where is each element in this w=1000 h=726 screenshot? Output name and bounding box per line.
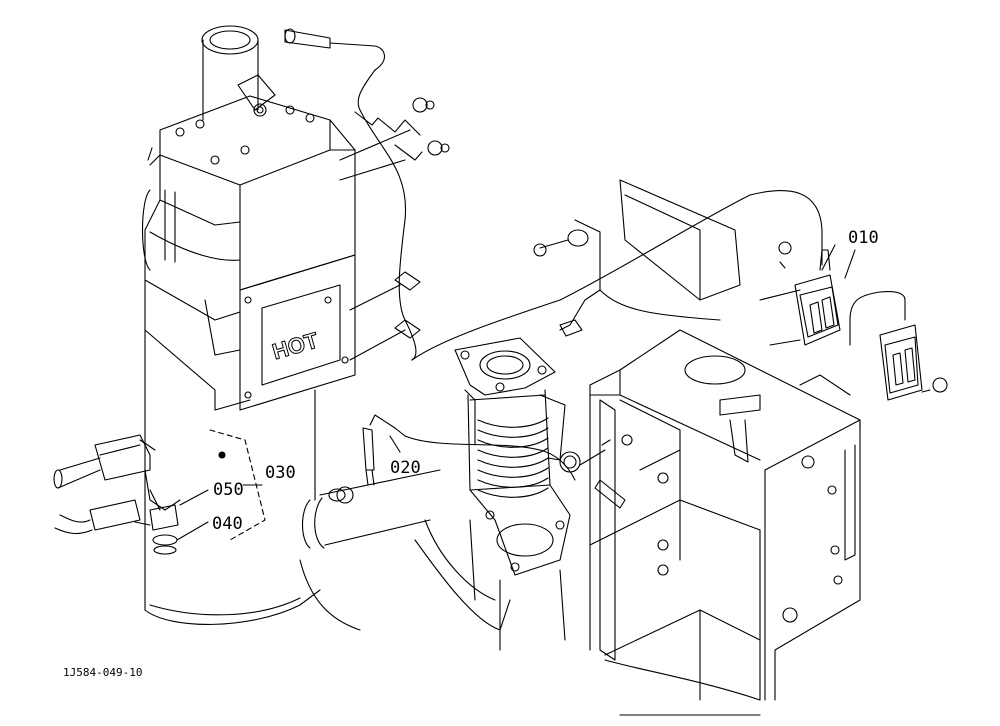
callout-050: 050 (213, 480, 244, 500)
pressure-sensor-assembly (53, 429, 266, 555)
callout-030: 030 (265, 463, 296, 483)
leader-lines (176, 244, 856, 541)
figure-code: 1J584-049-10 (63, 666, 143, 679)
chassis-frame (589, 179, 861, 716)
hot-warning-label: HOT (270, 327, 322, 364)
sensor-harness (284, 28, 823, 509)
callout-010: 010 (848, 228, 879, 248)
callout-020: 020 (390, 458, 421, 478)
dpf-assembly: HOT (141, 25, 511, 631)
callout-040: 040 (212, 514, 243, 534)
flex-pipe-assembly (454, 337, 571, 651)
control-units (759, 241, 948, 401)
